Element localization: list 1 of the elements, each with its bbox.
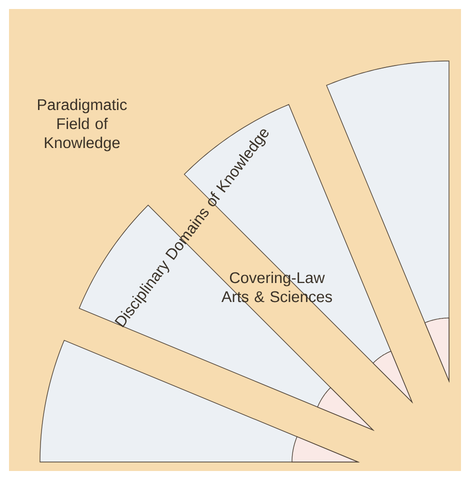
text-label: Paradigmatic Field of Knowledge (38, 98, 127, 152)
